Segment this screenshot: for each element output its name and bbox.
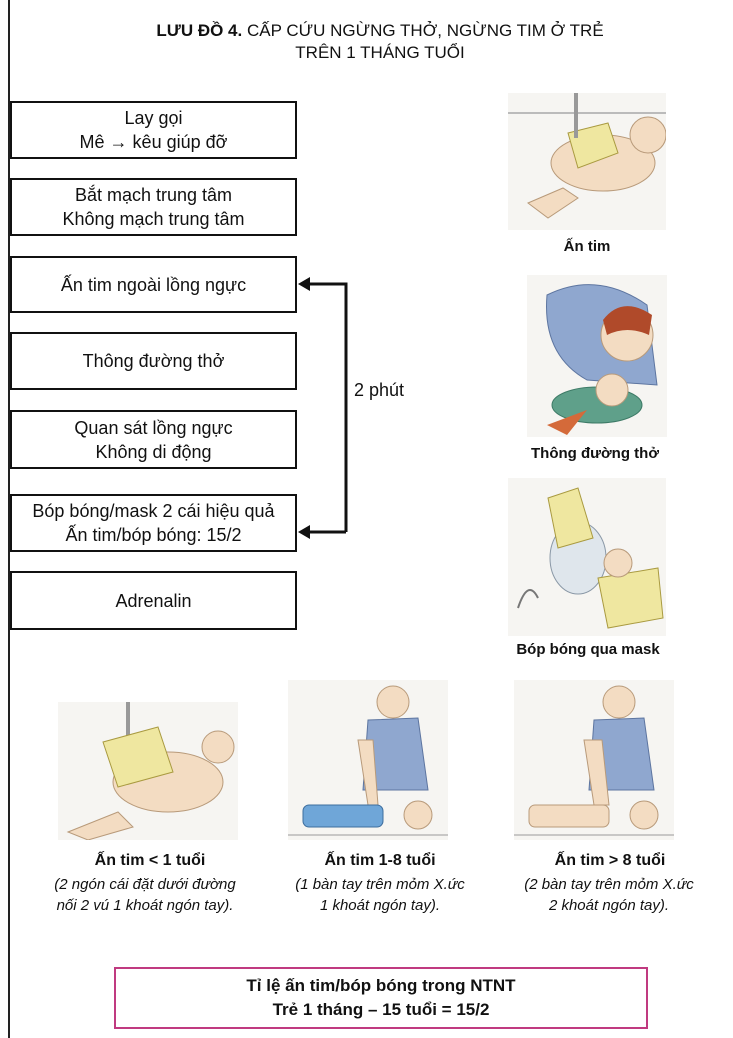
airway-opening-illustration (527, 275, 667, 437)
step-observe-chest: Quan sát lồng ngực Không di động (10, 410, 297, 469)
age-1-8-note: (1 bàn tay trên mỏm X.ức 1 khoát ngón ta… (255, 874, 505, 916)
note-line: nối 2 vú 1 khoát ngón tay). (56, 897, 234, 914)
infant-compression-illustration (508, 93, 666, 230)
step-line: Adrenalin (115, 590, 192, 611)
page-title: LƯU ĐỒ 4. CẤP CỨU NGỪNG THỞ, NGỪNG TIM Ở… (60, 20, 700, 64)
child-over-8-illustration (514, 680, 674, 840)
infant-under-1-illustration (58, 702, 238, 840)
step-line: Mê → kêu giúp đỡ (79, 132, 228, 152)
ratio-line: Tỉ lệ ấn tim/bóp bóng trong NTNT (246, 976, 516, 995)
note-line: (2 ngón cái đặt dưới đường (54, 876, 236, 893)
note-line: 1 khoát ngón tay). (319, 897, 441, 914)
caption-airway: Thông đường thở (531, 445, 659, 462)
title-line1: CẤP CỨU NGỪNG THỞ, NGỪNG TIM Ở TRẺ (246, 21, 604, 40)
step-assess: Lay gọi Mê → kêu giúp đỡ (10, 101, 297, 159)
step-line: Thông đường thở (82, 351, 225, 371)
step-airway: Thông đường thở (10, 332, 297, 390)
age-1-8-title: Ấn tim 1-8 tuổi (324, 852, 436, 869)
step-line: Ấn tim/bóp bóng: 15/2 (65, 525, 242, 545)
step-line: Bắt mạch trung tâm (74, 185, 233, 205)
step-line: Ấn tim ngoài lồng ngực (60, 274, 247, 295)
note-line: 2 khoát ngón tay). (548, 897, 670, 914)
loop-arrow (298, 277, 348, 539)
note-line: (2 bàn tay trên mỏm X.ức (524, 876, 694, 893)
step-adrenalin: Adrenalin (10, 571, 297, 630)
step-line: Không di động (95, 441, 212, 462)
age-over-8-note: (2 bàn tay trên mỏm X.ức 2 khoát ngón ta… (485, 874, 733, 916)
age-under-1-note: (2 ngón cái đặt dưới đường nối 2 vú 1 kh… (10, 874, 280, 916)
left-margin-rule (8, 0, 10, 1038)
step-line: Không mạch trung tâm (62, 209, 245, 229)
step-pulse-check: Bắt mạch trung tâm Không mạch trung tâm (10, 178, 297, 236)
title-bold: LƯU ĐỒ 4. (156, 21, 243, 40)
ratio-line: Trẻ 1 tháng – 15 tuổi = 15/2 (272, 1000, 490, 1019)
age-over-8-title: Ấn tim > 8 tuổi (554, 852, 666, 869)
step-line: Lay gọi (124, 108, 183, 128)
step-line: Quan sát lồng ngực (74, 417, 233, 438)
step-bag-mask: Bóp bóng/mask 2 cái hiệu quả Ấn tim/bóp … (10, 494, 297, 552)
step-chest-compression: Ấn tim ngoài lồng ngực (10, 256, 297, 313)
bag-mask-illustration (508, 478, 666, 636)
step-line: Bóp bóng/mask 2 cái hiệu quả (32, 501, 275, 521)
note-line: (1 bàn tay trên mỏm X.ức (295, 876, 465, 893)
compression-ratio-box: Tỉ lệ ấn tim/bóp bóng trong NTNT Trẻ 1 t… (114, 967, 648, 1029)
title-line2: TRÊN 1 THÁNG TUỔI (295, 43, 465, 62)
child-1-8-illustration (288, 680, 448, 840)
loop-interval-label: 2 phút (354, 380, 405, 400)
age-under-1-title: Ấn tim < 1 tuổi (94, 852, 206, 869)
caption-compression: Ấn tim (563, 238, 611, 255)
caption-bag-mask: Bóp bóng qua mask (516, 641, 660, 658)
